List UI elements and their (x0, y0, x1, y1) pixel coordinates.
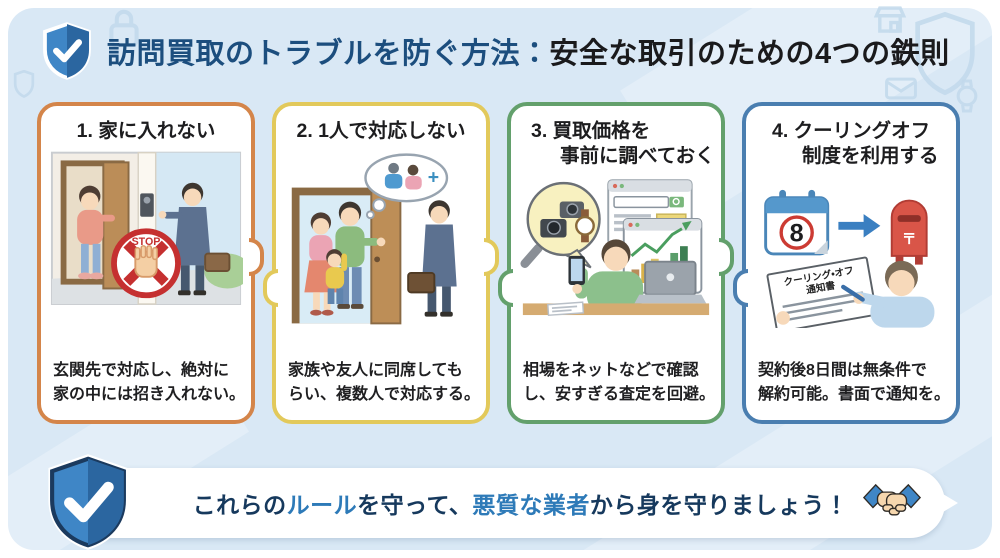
panel-connector-tab (263, 269, 278, 308)
header: 訪問買取のトラブルを防ぐ方法：安全な取引のための4つの鉄則 (40, 22, 950, 80)
thought-bubble-icon: + (364, 153, 449, 220)
panel-connector-tab (498, 269, 513, 308)
panel-1-title: 1. 家に入れない (41, 119, 251, 144)
footer-segment: 悪質な業者 (472, 492, 590, 518)
page-title-blue-part: 訪問買取のトラブルを防ぐ方法： (107, 38, 550, 70)
panel-1-title-line: 1. 家に入れない (76, 120, 216, 142)
panel-1-caption: 玄関先で対応し、絶対に家の中には招き入れない。 (53, 362, 246, 403)
banner-tail (943, 494, 958, 512)
panel-2-illustration: + (291, 153, 457, 325)
panel-4-title: 4. クーリングオフ制度を利用する (746, 119, 956, 170)
panel-connector-tab (733, 269, 748, 308)
cooling-off-notice-document: クーリング・オフ 通知書 (766, 256, 878, 328)
shield-check-icon (43, 22, 91, 80)
plus-sign: + (428, 167, 439, 189)
panel-connector-tab (484, 237, 499, 276)
storefront-watermark-icon (873, 6, 907, 33)
page-title: 訪問買取のトラブルを防ぐ方法：安全な取引のための4つの鉄則 (107, 30, 950, 72)
panel-2-title-line: 2. 1人で対応しない (296, 120, 466, 142)
panel-2-title: 2. 1人で対応しない (276, 119, 486, 144)
footer-segment: これらの (192, 492, 287, 518)
magnifier-bubble-icon (520, 181, 601, 269)
pen-icon (841, 284, 865, 302)
panel-3-caption: 相場をネットなどで確認し、安すぎる査定を回避。 (523, 362, 716, 403)
panel-3-title-line: 事前に調べておく (560, 145, 715, 168)
panel-rule-3: 3. 買取価格を事前に調べておく (498, 102, 734, 424)
smartphone-icon (568, 255, 585, 285)
shield-watermark-icon (13, 70, 35, 98)
briefcase-icon (407, 272, 436, 294)
envelope-watermark-icon (885, 77, 917, 100)
panel-4-title-line: 制度を利用する (802, 145, 939, 168)
watch-watermark-icon (956, 79, 978, 113)
panel-connector-tab (719, 237, 734, 276)
paper-icon (547, 301, 585, 316)
panel-4-title-line: 4. クーリングオフ (772, 120, 931, 142)
panel-rule-2: 2. 1人で対応しない + (263, 102, 499, 424)
panel-connector-tab (249, 237, 264, 276)
panel-rule-1: 1. 家に入れない (37, 102, 264, 424)
lock-watermark-icon (109, 9, 139, 48)
panel-3-illustration (520, 178, 710, 316)
panel-4-caption: 契約後8日間は無条件で解約可能。書面で通知を。 (758, 362, 951, 403)
panel-3-title: 3. 買取価格を事前に調べておく (511, 119, 721, 170)
watch-icon (575, 209, 595, 242)
panel-3-title-line: 3. 買取価格を (531, 120, 651, 142)
footer-segment: ルール (286, 492, 358, 518)
panel-rule-4: 4. クーリングオフ制度を利用する 8 〒 (733, 102, 960, 424)
intercom-icon (140, 193, 154, 218)
shield-outline-watermark-icon (915, 11, 975, 96)
stop-hand-icon: STOP (111, 228, 181, 299)
footer-segment: から身を守りましょう！ (589, 492, 849, 518)
laptop-icon (634, 260, 707, 304)
page-title-dark-part: 安全な取引のための4つの鉄則 (549, 38, 950, 70)
postbox-mark: 〒 (902, 232, 917, 248)
arrow-right-icon (836, 210, 884, 241)
footer-message: これらのルールを守って、悪質な業者から身を守りましょう！ (70, 486, 863, 520)
panel-1-illustration: STOP (50, 152, 243, 306)
panel-2-caption: 家族や友人に同席してもらい、複数人で対応する。 (288, 362, 481, 403)
footer-banner: これらのルールを守って、悪質な業者から身を守りましょう！ (48, 454, 958, 550)
briefcase-icon (204, 252, 231, 273)
footer-segment: を守って、 (357, 492, 473, 518)
stop-label: STOP (132, 236, 161, 248)
calendar-icon: 8 (764, 189, 830, 256)
shield-check-icon (48, 454, 128, 550)
panel-4-illustration: 8 〒 クーリング・オフ 通知書 (764, 189, 935, 328)
calendar-day: 8 (790, 219, 804, 247)
postbox-icon: 〒 (890, 199, 928, 265)
handshake-icon (863, 483, 921, 516)
